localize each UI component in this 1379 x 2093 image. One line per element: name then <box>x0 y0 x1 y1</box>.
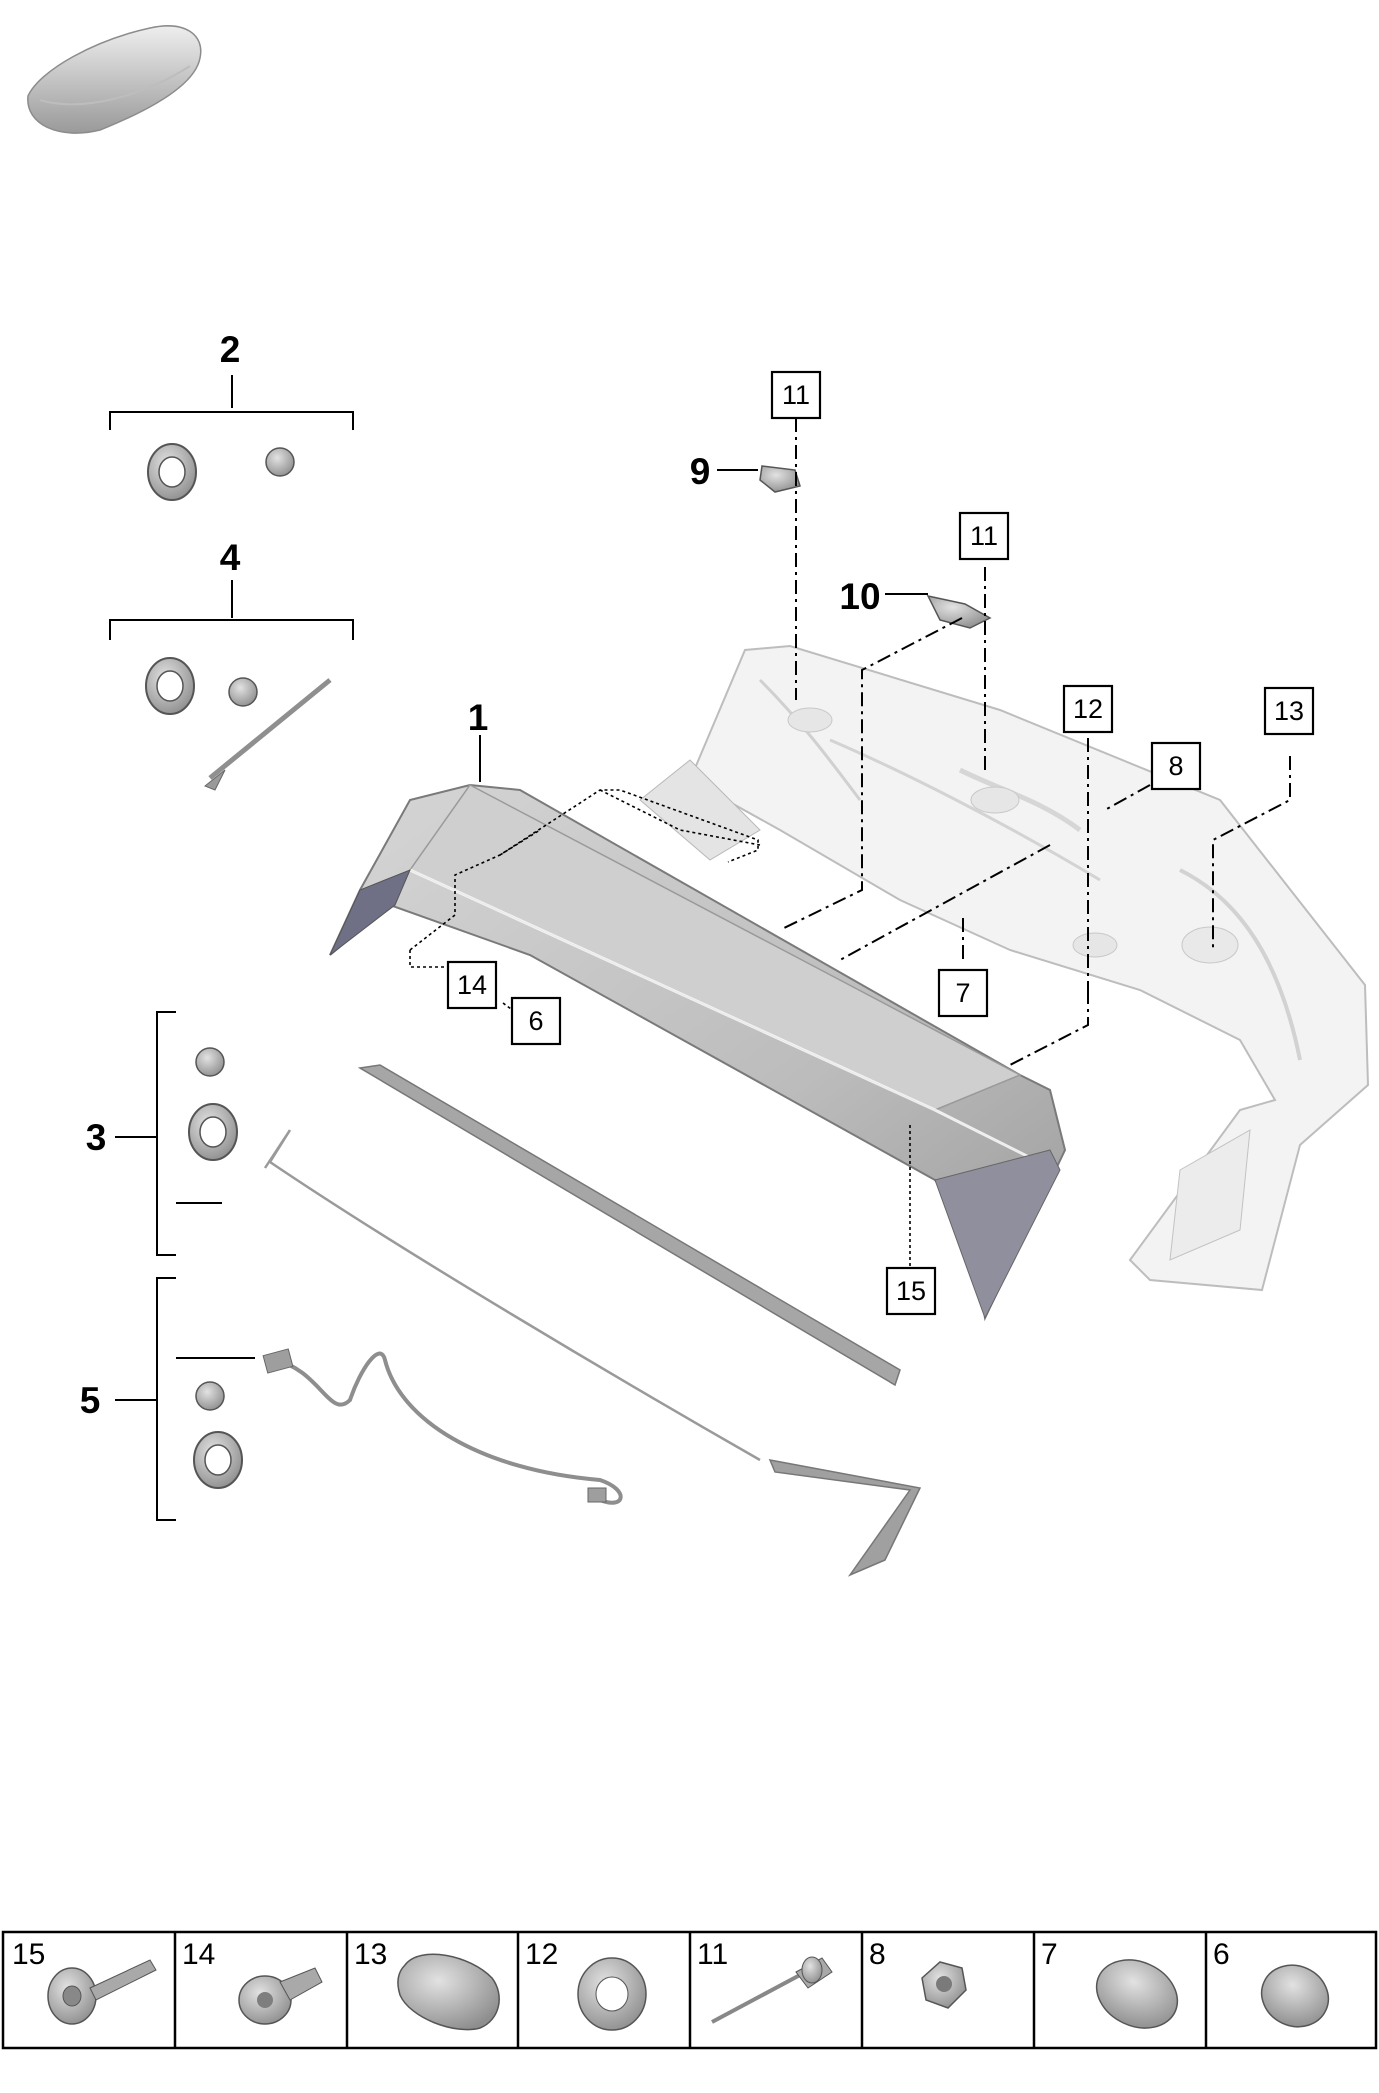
legend-cell-12: 12 <box>525 1938 647 2031</box>
boxed-callout-8: 8 <box>1150 741 1202 791</box>
clip-part-3 <box>195 1047 225 1077</box>
clip-part-2 <box>265 447 295 477</box>
blind-rivet-icon <box>711 1956 833 2024</box>
svg-text:12: 12 <box>525 1938 558 1971</box>
svg-text:13: 13 <box>1274 696 1304 726</box>
callout-9: 9 <box>690 451 711 492</box>
bracket-group-2 <box>109 375 354 430</box>
grommet-part-5 <box>193 1431 243 1489</box>
cable-harness <box>262 1129 761 1505</box>
parts-legend: 15 14 13 12 <box>1 1930 1378 2050</box>
callout-4: 4 <box>220 537 241 578</box>
round-cap-icon <box>1260 1964 1330 2028</box>
hinge-part-9 <box>759 465 801 493</box>
boxed-callout-11-top: 11 <box>770 370 822 420</box>
svg-text:14: 14 <box>457 970 487 1000</box>
boxed-callout-13: 13 <box>1263 686 1315 736</box>
seal-strip <box>357 1064 922 1577</box>
svg-text:15: 15 <box>896 1276 926 1306</box>
boxed-callout-15: 15 <box>885 1266 937 1316</box>
rear-body-panel <box>639 644 1370 1292</box>
callout-2: 2 <box>220 329 241 370</box>
grommet-part-2 <box>147 443 197 501</box>
callout-1: 1 <box>468 697 489 738</box>
hinge-part-10 <box>926 594 992 629</box>
callout-10: 10 <box>839 576 880 617</box>
clip-part-5 <box>195 1381 225 1411</box>
legend-cell-8: 8 <box>869 1938 967 2009</box>
svg-text:14: 14 <box>182 1938 215 1971</box>
svg-text:6: 6 <box>528 1006 543 1036</box>
boxed-callout-6: 6 <box>510 996 562 1046</box>
svg-text:6: 6 <box>1213 1938 1230 1971</box>
svg-text:8: 8 <box>869 1938 886 1971</box>
svg-text:11: 11 <box>782 380 810 410</box>
svg-text:11: 11 <box>970 521 998 551</box>
legend-cell-15: 15 <box>12 1938 157 2025</box>
boxed-callout-11-mid: 11 <box>958 511 1010 561</box>
oval-plug-icon <box>397 1953 500 2031</box>
screw-icon <box>238 1967 323 2025</box>
svg-text:13: 13 <box>354 1938 387 1971</box>
svg-text:7: 7 <box>955 978 970 1008</box>
legend-cell-14: 14 <box>182 1938 323 2025</box>
svg-text:7: 7 <box>1041 1938 1058 1971</box>
svg-text:15: 15 <box>12 1938 45 1971</box>
clip-part-4 <box>228 677 258 707</box>
svg-text:8: 8 <box>1168 751 1183 781</box>
bracket-group-4 <box>109 580 354 640</box>
boxed-callout-7: 7 <box>937 968 989 1018</box>
hex-nut-icon <box>921 1961 967 2009</box>
bracket-group-3 <box>115 1011 222 1256</box>
rod-part-4 <box>204 678 332 791</box>
boxed-callout-12: 12 <box>1062 684 1114 734</box>
flanged-screw-icon <box>47 1959 157 2025</box>
legend-cell-11: 11 <box>697 1938 833 2024</box>
rear-spoiler <box>329 783 1067 1322</box>
oval-cap-icon <box>1095 1959 1179 2029</box>
legend-cell-6: 6 <box>1213 1938 1330 2028</box>
svg-text:11: 11 <box>697 1938 728 1971</box>
bracket-group-5 <box>115 1277 255 1521</box>
grommet-part-4 <box>145 657 195 715</box>
svg-text:12: 12 <box>1073 694 1103 724</box>
grommet-part-3 <box>188 1103 238 1161</box>
legend-cell-13: 13 <box>354 1938 500 2031</box>
leader-lines <box>409 418 1291 1270</box>
legend-cell-7: 7 <box>1041 1938 1179 2029</box>
callout-3: 3 <box>86 1117 107 1158</box>
callout-5: 5 <box>80 1380 101 1421</box>
boxed-callout-14: 14 <box>446 960 498 1010</box>
car-thumbnail-icon <box>27 25 202 134</box>
grommet-icon <box>577 1957 647 2031</box>
